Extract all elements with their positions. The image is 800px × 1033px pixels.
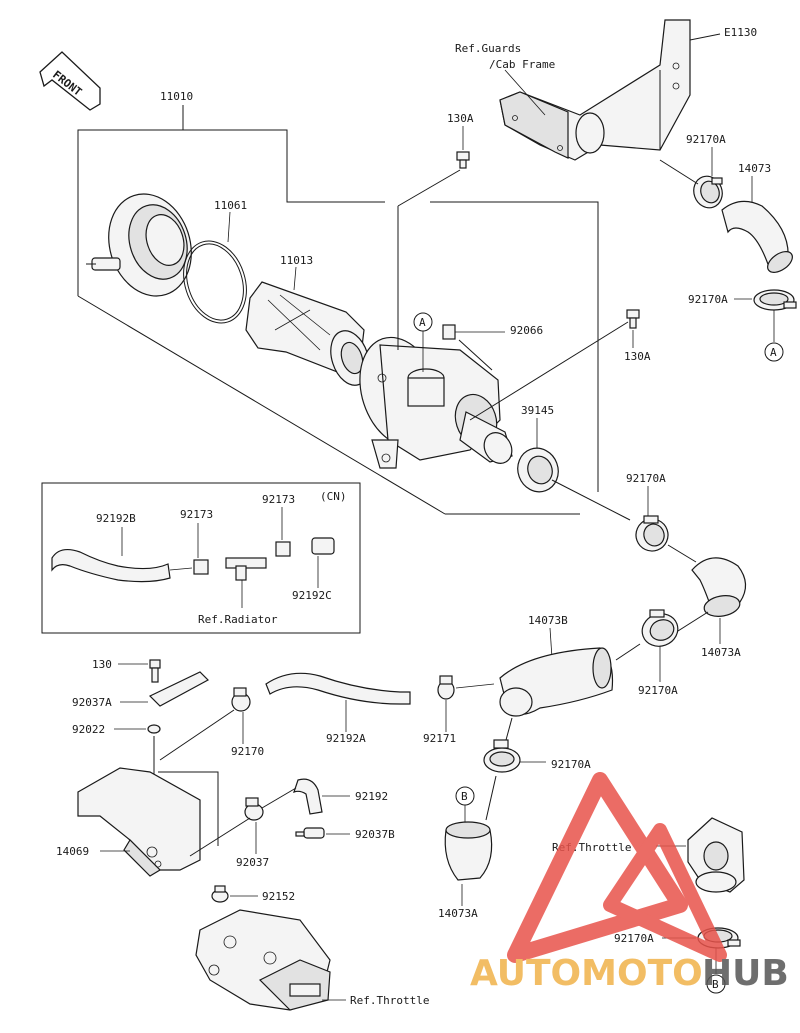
watermark-logo: AUTOMOTO HUB	[470, 772, 789, 994]
air-cleaner-cover	[86, 193, 192, 297]
label-92170: 92170	[231, 745, 264, 758]
label-ref-throttle-1: Ref.Throttle	[350, 994, 429, 1007]
air-filter-element	[245, 281, 370, 386]
label-92173-1: 92173	[180, 508, 213, 521]
label-92170a-1: 92170A	[686, 133, 726, 146]
label-92170a-5: 92170A	[551, 758, 591, 771]
label-92170a-2: 92170A	[688, 293, 728, 306]
label-39145: 39145	[521, 404, 554, 417]
label-92192a: 92192A	[326, 732, 366, 745]
bracket-14069	[77, 767, 201, 877]
svg-text:A: A	[770, 346, 777, 359]
hose-14073a-1	[691, 557, 747, 617]
label-ref-guards-1: Ref.Guards	[455, 42, 521, 55]
ref-code: E1130	[724, 26, 757, 39]
inset-cn: (CN)	[320, 490, 347, 503]
hose-14073b	[499, 647, 614, 717]
hose-14073	[721, 200, 793, 273]
label-14073: 14073	[738, 162, 771, 175]
label-92037b: 92037B	[355, 828, 395, 841]
label-92022: 92022	[72, 723, 105, 736]
hose-clamp-92170a-4	[641, 609, 679, 647]
elbow-92192	[293, 778, 323, 815]
strap-92037a	[148, 671, 209, 707]
svg-text:B: B	[461, 790, 468, 803]
hose-clamp-92171	[437, 675, 455, 700]
label-11061: 11061	[214, 199, 247, 212]
cab-frame-bracket	[499, 19, 721, 161]
tee-fitting	[225, 557, 267, 581]
callout-b-right: B	[706, 974, 726, 994]
connector-92173-2	[275, 541, 291, 557]
svg-text:B: B	[712, 978, 719, 991]
label-130: 130	[92, 658, 112, 671]
watermark-text-1: AUTOMOTO	[470, 953, 703, 994]
hose-clamp-92170a-5	[483, 739, 521, 773]
throttle-body-bottom	[195, 909, 331, 1011]
label-92192c: 92192C	[292, 589, 332, 602]
hose-92192b	[51, 548, 171, 583]
svg-text:A: A	[419, 316, 426, 329]
callout-b-left: B	[455, 786, 475, 806]
clip-92037	[244, 797, 264, 821]
hose-clamp-92170a-1	[693, 175, 723, 209]
hose-14073a-2	[444, 821, 493, 881]
label-92173-2: 92173	[262, 493, 295, 506]
grommet-92066	[442, 324, 456, 340]
o-ring	[183, 240, 247, 324]
label-92192b: 92192B	[96, 512, 136, 525]
label-92037: 92037	[236, 856, 269, 869]
label-14073a-2: 14073A	[438, 907, 478, 920]
label-92066: 92066	[510, 324, 543, 337]
air-cleaner-housing	[359, 336, 513, 469]
label-92170a-6: 92170A	[614, 932, 654, 945]
label-92170a-4: 92170A	[638, 684, 678, 697]
label-11010: 11010	[160, 90, 193, 103]
label-14073a-1: 14073A	[701, 646, 741, 659]
hose-clamp-92170a-3	[635, 515, 669, 552]
label-92037a: 92037A	[72, 696, 112, 709]
label-130a-top: 130A	[447, 112, 474, 125]
inset-box	[41, 482, 361, 634]
label-14073b: 14073B	[528, 614, 568, 627]
callout-a-housing: A	[413, 312, 433, 332]
washer-92022	[147, 724, 161, 734]
label-11013: 11013	[280, 254, 313, 267]
fitting-92152	[211, 885, 229, 903]
callout-a-right: A	[764, 342, 784, 362]
hose-clamp-92170	[231, 687, 251, 712]
front-arrow-icon: FRONT	[39, 51, 101, 111]
label-130a-mid: 130A	[624, 350, 651, 363]
label-92170a-3: 92170A	[626, 472, 666, 485]
bolt-130a-top	[456, 151, 470, 169]
label-92192: 92192	[355, 790, 388, 803]
connector-92173-1	[193, 559, 209, 575]
hose-92192a	[265, 672, 411, 705]
label-ref-radiator: Ref.Radiator	[198, 613, 278, 626]
cap-92192c	[311, 537, 335, 555]
bolt-130a-mid	[626, 309, 640, 329]
hose-clamp-92170a-2	[753, 289, 797, 311]
throttle-body-right	[687, 817, 745, 893]
watermark-text-2: HUB	[702, 953, 789, 994]
clamp-39145	[517, 447, 559, 493]
label-ref-guards-2: /Cab Frame	[489, 58, 555, 71]
label-92152: 92152	[262, 890, 295, 903]
bolt-130	[149, 659, 161, 669]
label-14069: 14069	[56, 845, 89, 858]
clip-92037b	[295, 827, 325, 839]
label-92171: 92171	[423, 732, 456, 745]
